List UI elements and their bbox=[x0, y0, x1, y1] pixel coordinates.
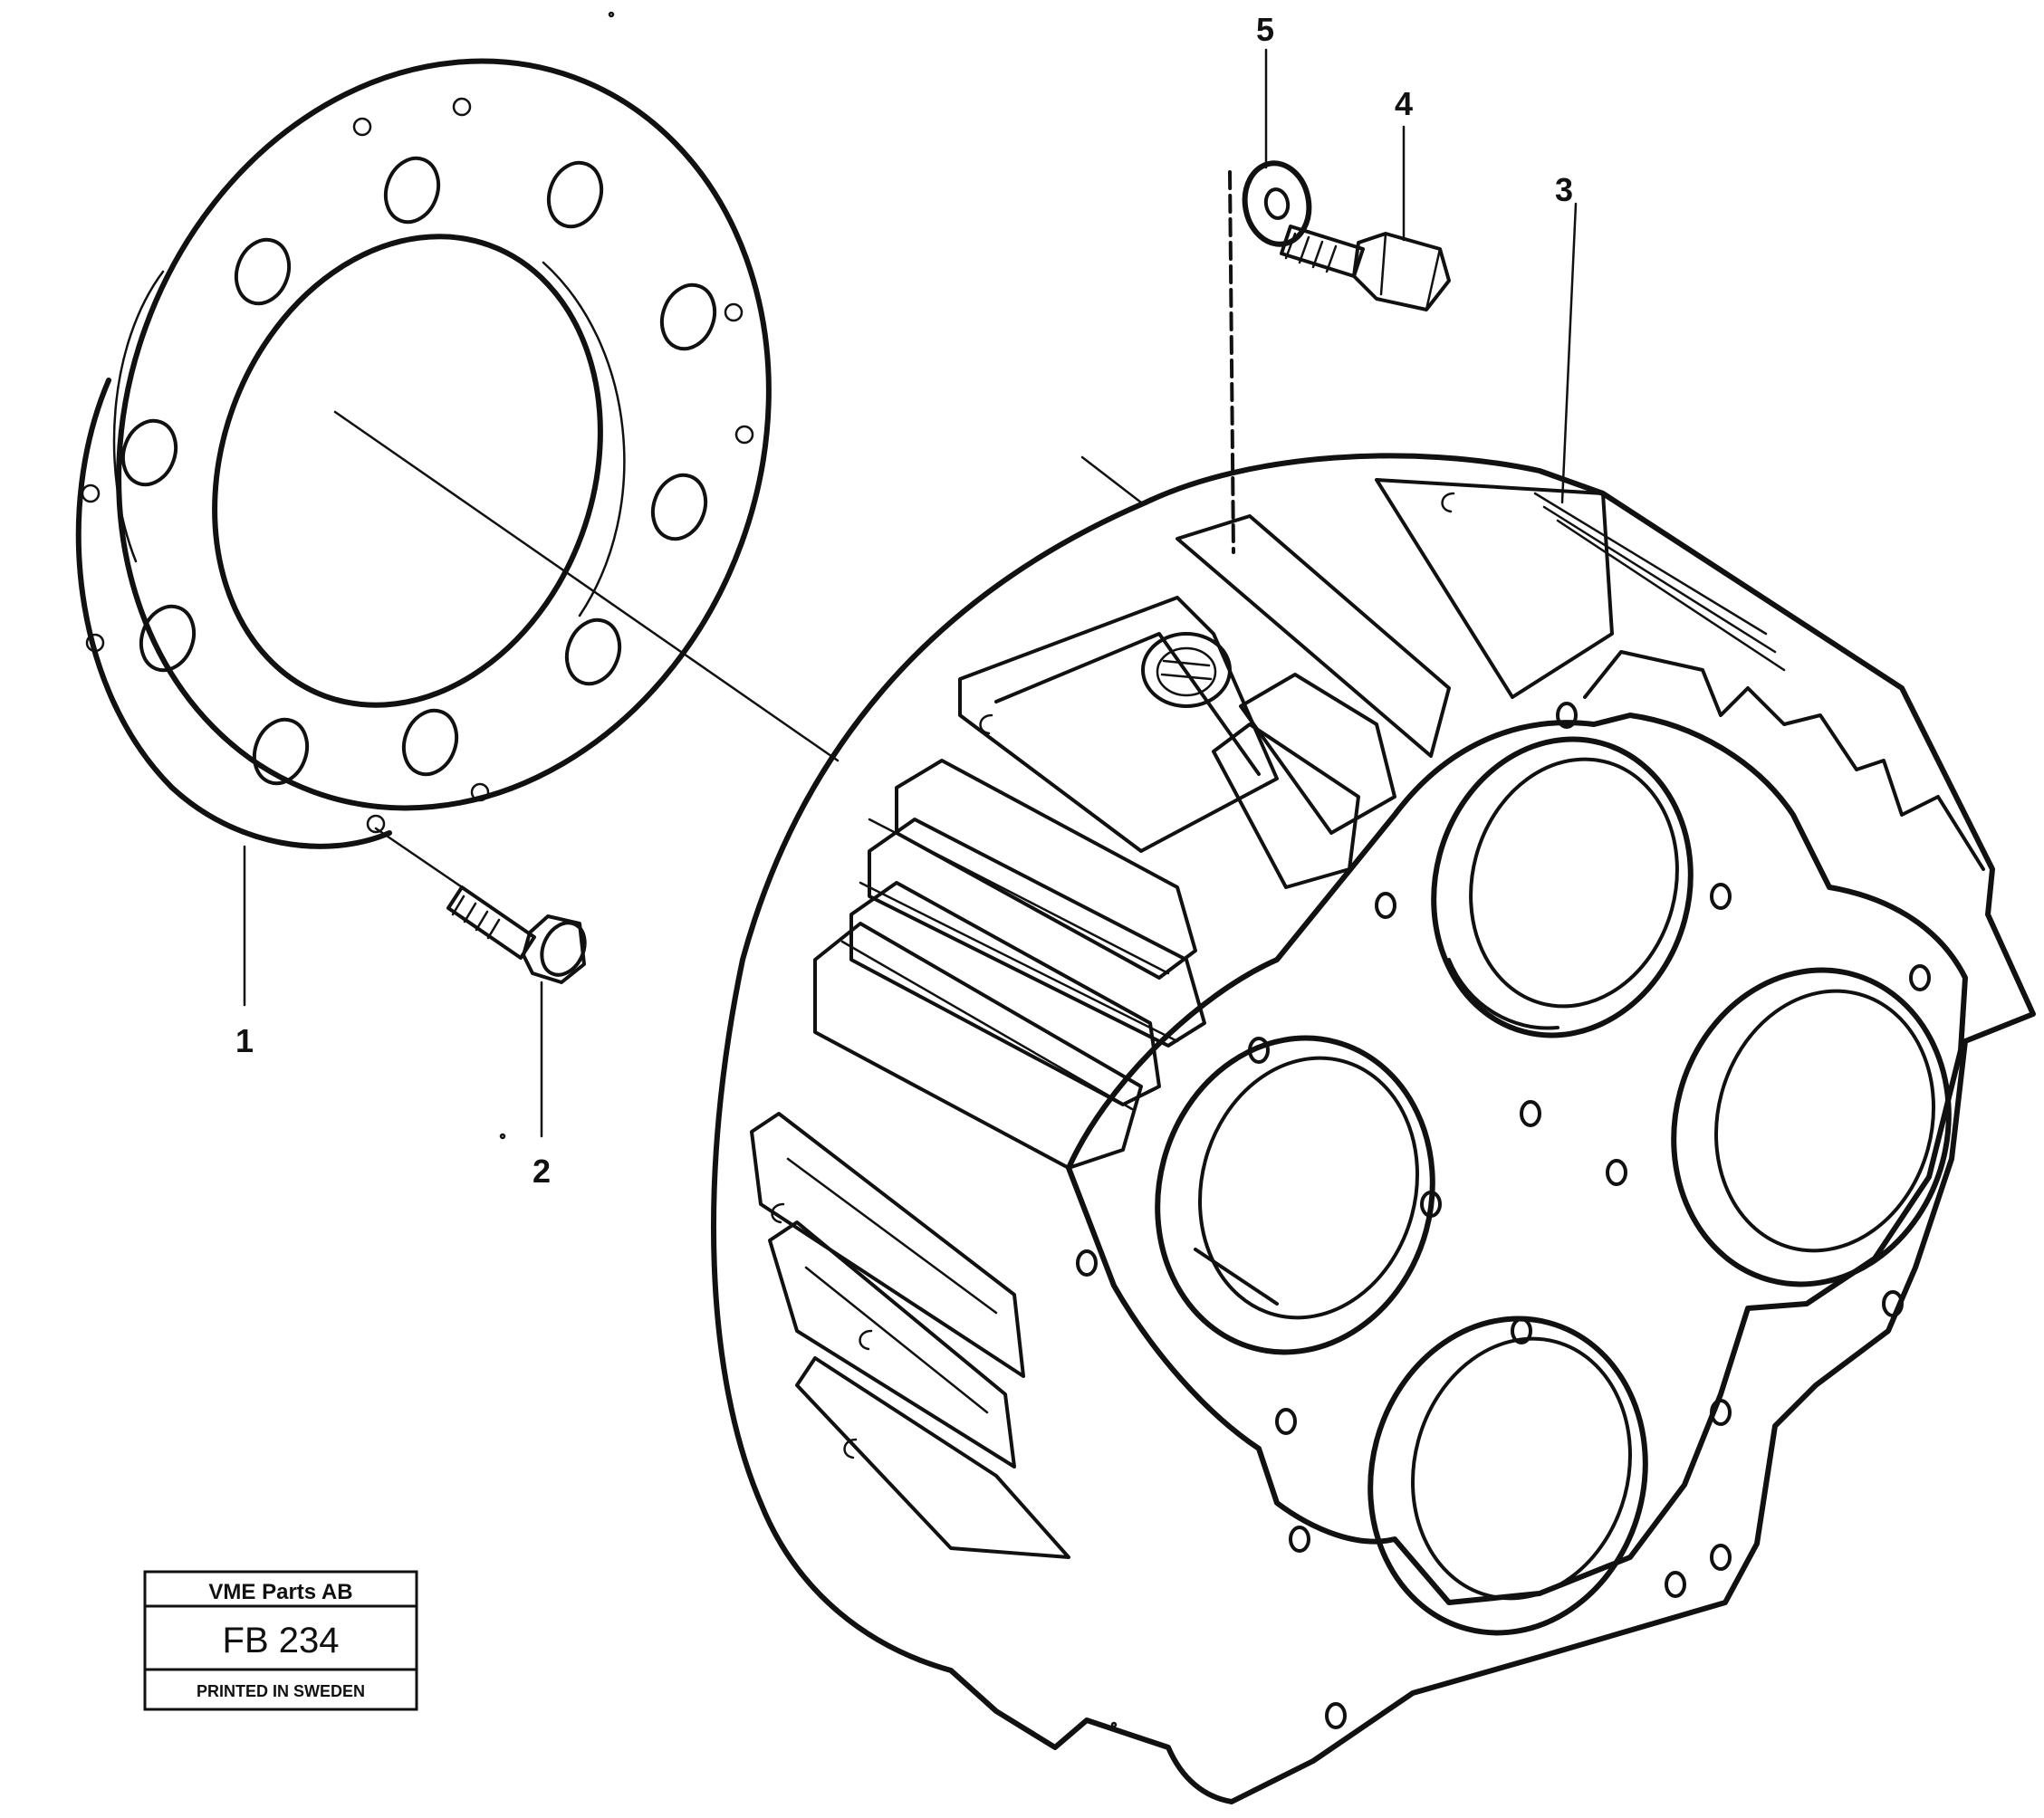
parts-stamp: VME Parts AB FB 234 PRINTED IN SWEDEN bbox=[143, 1570, 418, 1711]
housing-part-3 bbox=[710, 453, 2036, 1804]
leader-lines bbox=[243, 11, 1578, 1728]
callout-5: 5 bbox=[1256, 11, 1274, 48]
bolt-part-4 bbox=[1280, 225, 1451, 311]
flange-ring bbox=[75, 58, 772, 849]
callout-1: 1 bbox=[235, 1022, 254, 1059]
bolt-part-2 bbox=[374, 827, 587, 984]
callout-4: 4 bbox=[1395, 85, 1413, 122]
housing-bolt-holes bbox=[1076, 702, 1931, 1729]
stamp-code: FB 234 bbox=[223, 1621, 340, 1660]
callout-3: 3 bbox=[1555, 171, 1573, 208]
threaded-boss bbox=[1141, 632, 1232, 708]
assembly-dashed-line bbox=[1228, 170, 1235, 554]
callout-2: 2 bbox=[533, 1153, 551, 1190]
stamp-company: VME Parts AB bbox=[208, 1580, 352, 1604]
stamp-printed: PRINTED IN SWEDEN bbox=[197, 1682, 365, 1700]
housing-bores bbox=[1155, 736, 1952, 1636]
flange-bolt-holes bbox=[81, 97, 754, 834]
washer-part-5 bbox=[1242, 160, 1312, 247]
